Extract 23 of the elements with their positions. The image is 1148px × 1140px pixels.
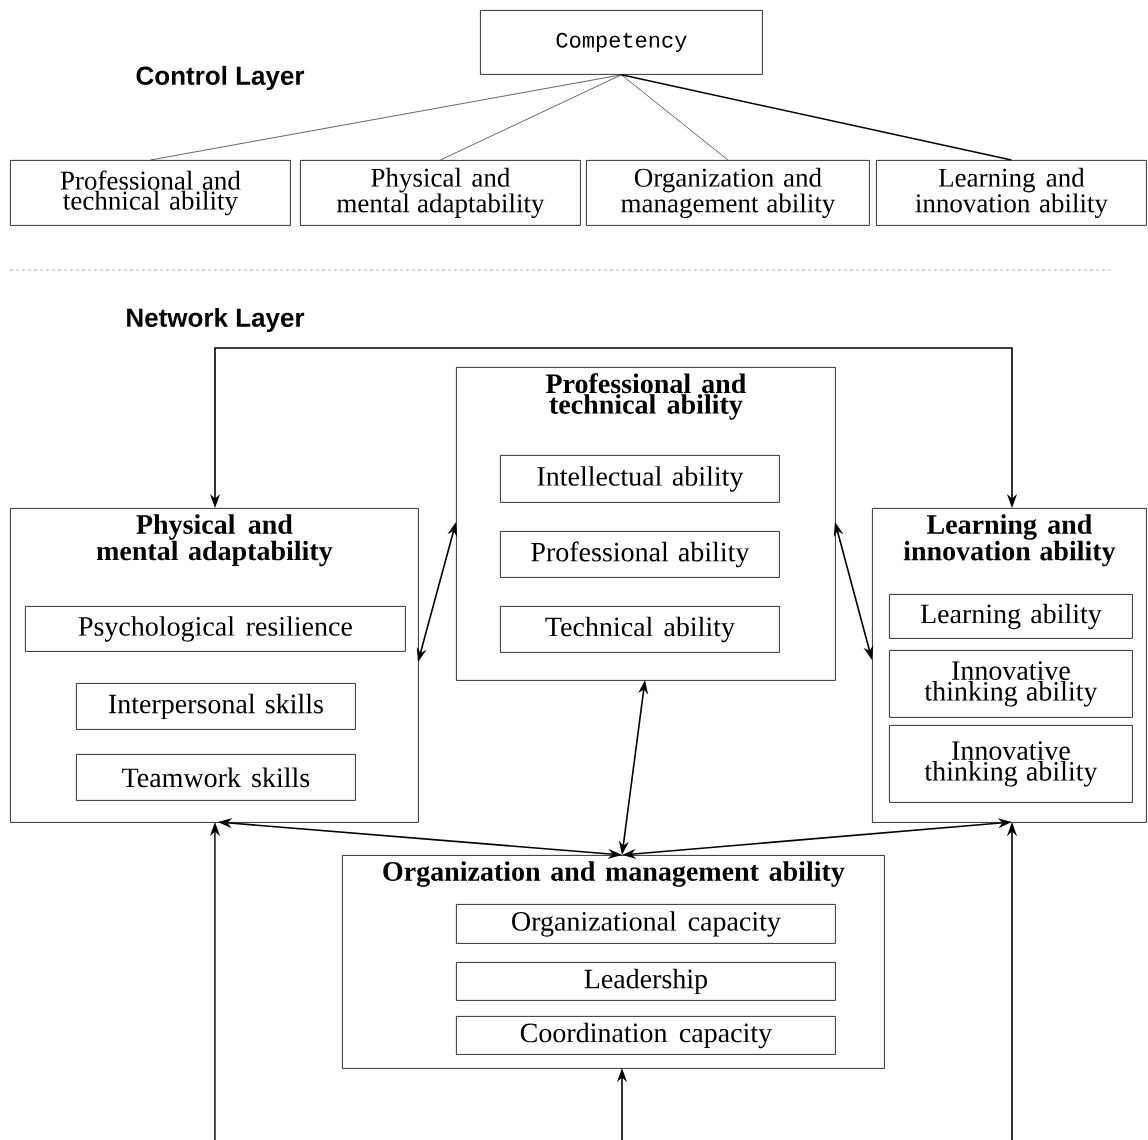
connector-line [440,74,622,161]
root-box: Competency [480,10,763,75]
sub-box: Coordination capacity [456,1016,836,1055]
connector-line [150,74,622,161]
sub-box: Teamwork skills [76,754,356,801]
box: Physical and mental adaptability [300,160,581,226]
layer-title: Network Layer [127,307,305,333]
sub-box: Organizational capacity [456,904,836,944]
sub-box: Technical ability [500,606,780,653]
sub-box: Interpersonal skills [76,683,356,730]
sub-box: Professional ability [500,531,780,578]
box: Professional and technical ability [10,160,291,226]
box: Learning and innovation ability [876,160,1147,226]
sub-box: Leadership [456,962,836,1001]
connector-line [620,74,1013,161]
sub-box: Intellectual ability [500,455,780,503]
sub-box: Innovative thinking ability [889,650,1133,718]
sub-box: Innovative thinking ability [889,725,1133,803]
sub-box: Psychological resilience [25,606,406,652]
connector-line [621,74,729,161]
box: Organization and management ability [586,160,870,226]
layer-title: Control Layer [136,65,305,91]
sub-box: Learning ability [889,594,1133,639]
